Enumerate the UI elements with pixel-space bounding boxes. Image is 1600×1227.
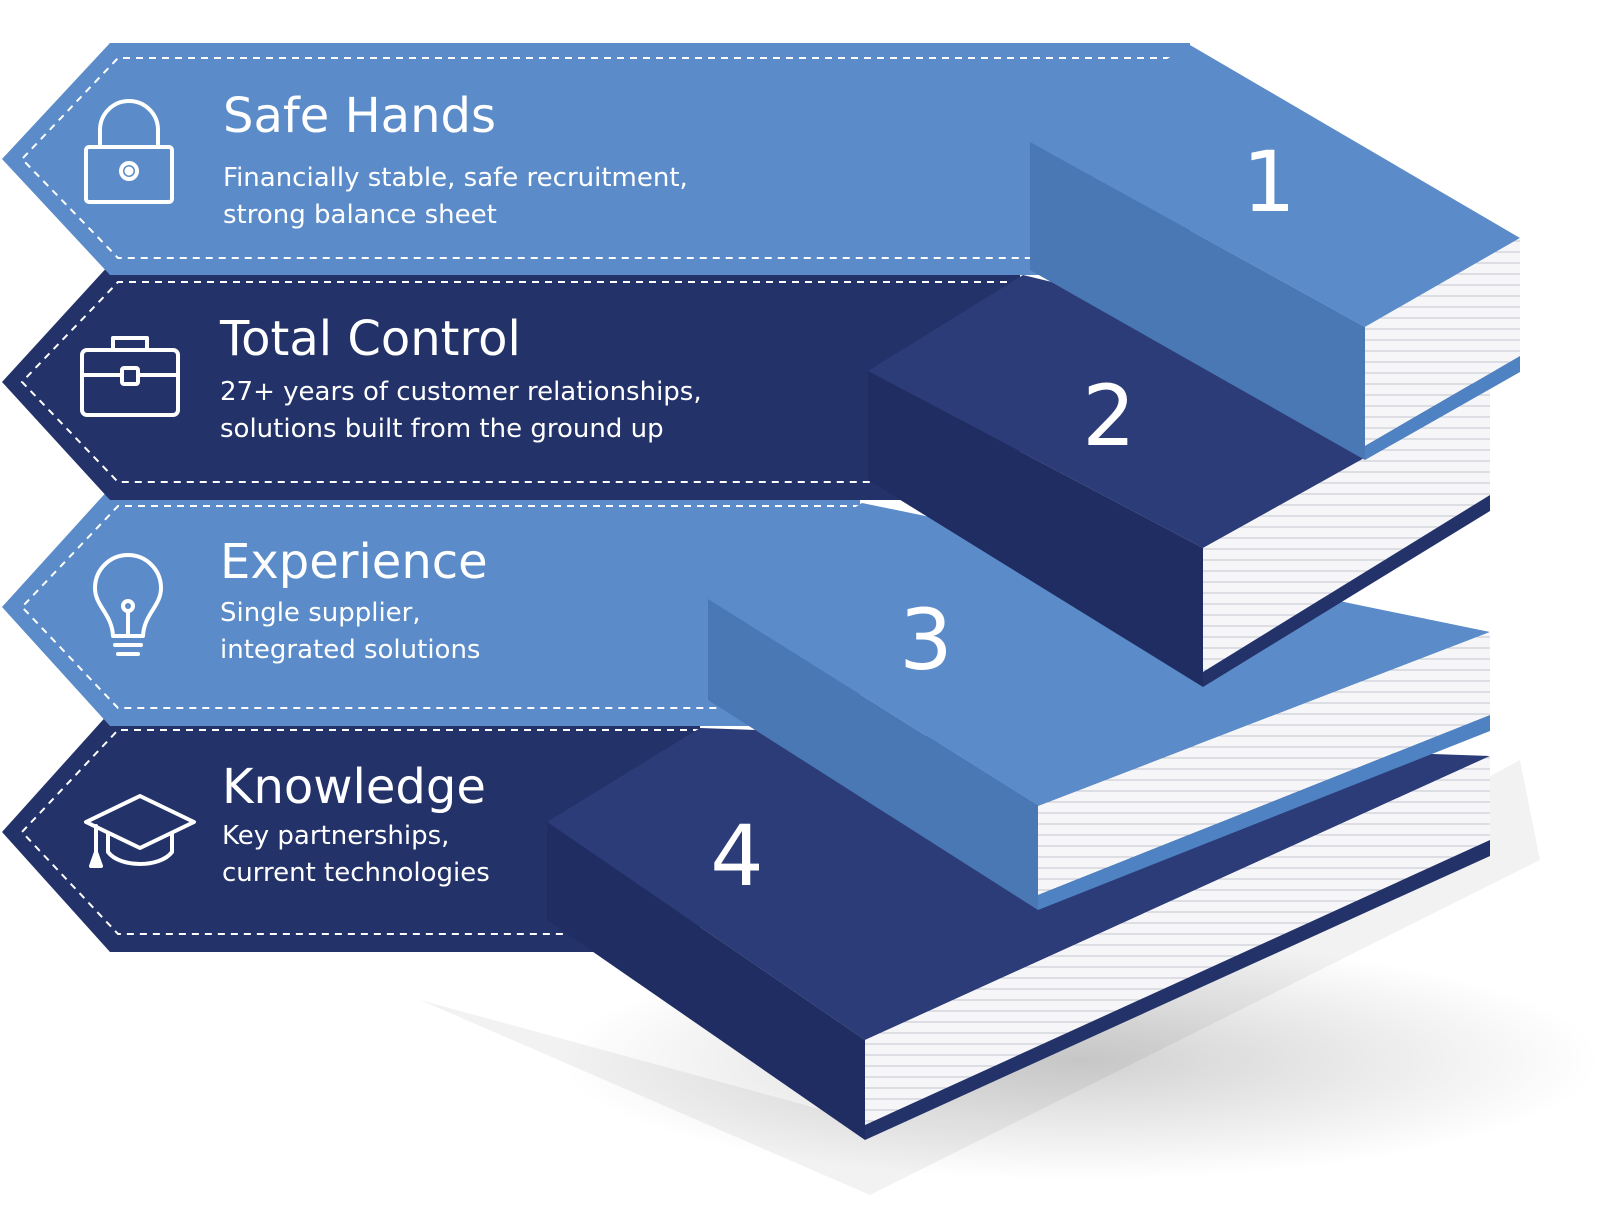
book-3-front <box>708 599 1038 910</box>
book-4-pages <box>865 756 1490 1125</box>
ribbon-4-stitch <box>20 729 700 935</box>
books-shadow-cast <box>420 760 1540 1195</box>
ribbon-2 <box>2 264 1020 500</box>
book-1-front <box>1030 142 1365 460</box>
book-2-front <box>868 371 1203 687</box>
graduation-cap-icon <box>84 794 196 868</box>
book-3-pages <box>1038 632 1490 895</box>
book-4-spine-edge <box>865 840 1490 1140</box>
briefcase-icon <box>80 336 180 417</box>
ribbon-4 <box>2 712 700 952</box>
ribbon-3 <box>2 488 860 726</box>
step-2-group <box>2 264 1490 687</box>
book-1-pages <box>1365 238 1520 446</box>
book-3-spine-edge <box>1038 715 1490 910</box>
step-1-group <box>2 43 1520 460</box>
book-1-spine-edge <box>1365 356 1520 460</box>
book-1-top <box>1030 45 1520 327</box>
book-3-top <box>708 503 1490 806</box>
ribbon-3-stitch <box>20 505 860 709</box>
book-2-top <box>868 275 1490 548</box>
lock-icon <box>84 99 174 204</box>
step-3-group <box>2 488 1490 910</box>
book-4-front <box>547 822 865 1140</box>
ribbon-2-stitch <box>20 281 1020 483</box>
lightbulb-icon <box>93 553 163 656</box>
ribbon-1 <box>2 43 1190 275</box>
book-2-pages <box>1203 388 1490 672</box>
book-2-spine-edge <box>1203 495 1490 687</box>
